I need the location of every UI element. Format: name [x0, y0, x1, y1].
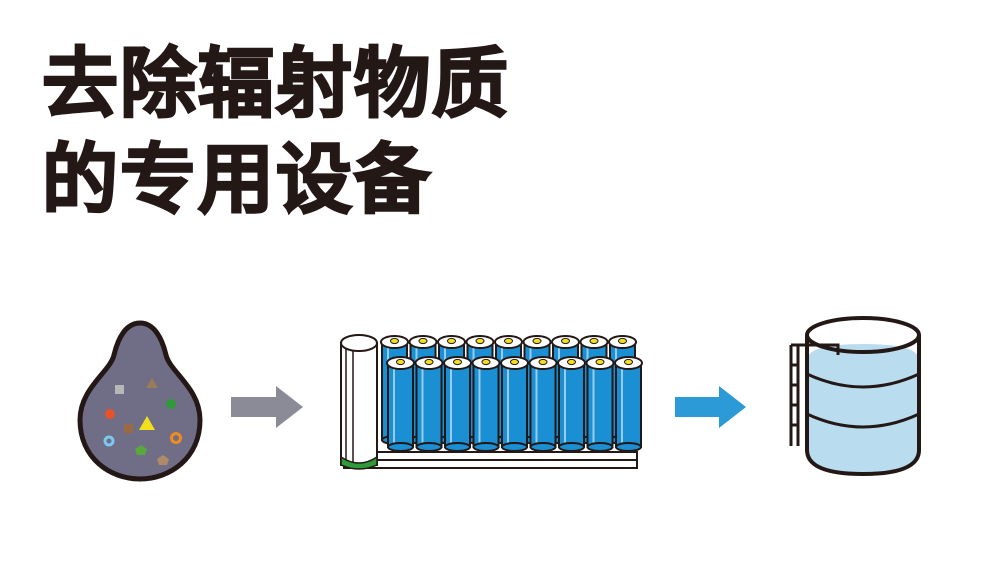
particle-red-dot	[105, 409, 115, 419]
contaminated-water-drop-icon	[77, 320, 203, 482]
filter-cartridge	[528, 356, 558, 452]
drop-shape	[77, 320, 203, 482]
page-title: 去除辐射物质 的专用设备	[41, 36, 510, 228]
tank-water	[807, 374, 919, 474]
filter-cartridge	[500, 356, 529, 452]
filter-cartridge	[386, 356, 415, 452]
filter-cartridge	[443, 356, 472, 452]
particle-orange-ring	[170, 432, 182, 444]
particle-green-pentagon	[135, 445, 147, 455]
tank-band-top	[806, 372, 920, 389]
rack-base-bottom	[343, 459, 638, 469]
tank-band-bottom	[806, 412, 920, 429]
filter-cartridge	[585, 356, 615, 452]
gray-arrow-icon	[231, 386, 303, 428]
particle-gray-square	[115, 385, 124, 394]
filter-cartridge	[414, 356, 444, 452]
filter-cartridge	[614, 356, 643, 452]
filter-cartridge	[557, 356, 586, 452]
particle-brown-square	[124, 424, 133, 433]
tank-rim	[805, 316, 921, 354]
particle-tan-pentagon	[157, 455, 169, 465]
tank-water-fill	[807, 344, 919, 387]
particle-blue-ring	[103, 435, 115, 447]
blue-arrow-icon	[675, 386, 746, 428]
white-cylinder	[340, 334, 378, 470]
title-line-1: 去除辐射物质	[41, 38, 510, 129]
particle-brown-triangle	[146, 378, 158, 388]
title-line-2: 的专用设备	[41, 134, 432, 225]
clean-water-tank-icon	[789, 316, 921, 477]
rack-base-top	[343, 451, 638, 461]
tank-body	[805, 335, 921, 477]
particle-green-dot	[166, 399, 176, 409]
filter-cartridge	[471, 356, 501, 452]
particle-yellow-triangle	[139, 416, 155, 430]
cartridge-rows	[380, 335, 643, 452]
tank-ladder	[789, 343, 840, 446]
filter-cartridge-rack-icon	[340, 334, 643, 470]
